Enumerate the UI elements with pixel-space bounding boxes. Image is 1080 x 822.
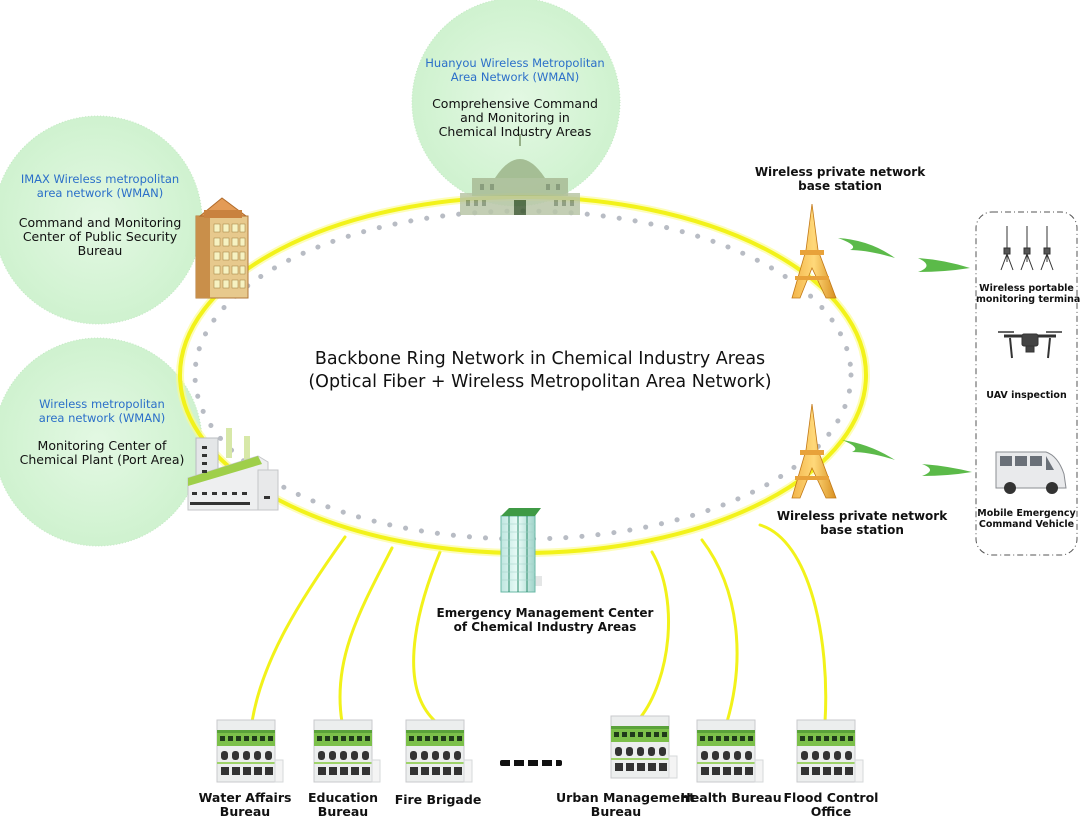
tower-icon [791,203,837,299]
drone-icon [998,331,1062,359]
label-line: Urban Management [556,790,695,805]
label-line: Wireless private network [754,165,926,179]
label-line: Education [308,790,378,805]
department-building-icon [610,715,678,779]
department-label-urban-management: Urban Management Bureau [556,790,695,819]
department-buildings [216,715,864,783]
zone-huanyou-label: Huanyou Wireless Metropolitan Area Netwo… [410,56,620,139]
label-line: Bureau [590,804,642,819]
mobile-unit-vehicle-label: Mobile Emergency Command Vehicle [976,508,1077,530]
link-flood-control [758,523,828,724]
link-water-affairs [250,535,347,724]
department-building-icon [405,719,473,783]
label-line: of Chemical Industry Areas [453,620,637,634]
label-line: Wireless private network [776,509,948,523]
center-name: Chemical Plant (Port Area) [19,452,185,467]
government-building-icon [460,134,580,215]
zone-port-label: Wireless metropolitan area network (WMAN… [0,397,204,467]
department-links [250,523,828,724]
network-name: Huanyou Wireless Metropolitan [425,56,605,70]
label-line: Bureau [219,804,271,819]
factory-icon [187,428,279,511]
department-building-icon [216,719,284,783]
office-tower-icon [195,197,249,299]
label-line: Fire Brigade [394,792,482,807]
label-line: Flood Control [783,790,879,805]
department-building-icon [696,719,764,783]
center-name: Comprehensive Command [432,96,598,111]
link-health [700,538,739,724]
zone-imax-label: IMAX Wireless metropolitan area network … [0,172,200,258]
link-education [338,546,394,724]
department-label-fire-brigade: Fire Brigade [378,793,498,807]
wireless-signal-icon [838,238,972,476]
department-building-icon [313,719,381,783]
label-line: Health Bureau [680,790,782,805]
base-station-top-label: Wireless private network base station [740,165,940,193]
label-line: Wireless portable [979,283,1074,294]
network-name: Area Network (WMAN) [450,70,580,84]
label-line: Bureau [317,804,369,819]
center-name: and Monitoring in [460,110,570,125]
center-name: Bureau [77,243,123,258]
network-name: IMAX Wireless metropolitan [20,172,180,186]
department-building-icon [796,719,864,783]
title-line-2: (Optical Fiber + Wireless Metropolitan A… [308,372,772,392]
zone-huanyou [411,0,621,207]
mobile-units-container [975,211,1078,556]
van-icon [995,451,1067,494]
label-line: Office [810,804,852,819]
label-line: Emergency Management Center [436,606,654,620]
center-name: Monitoring Center of [37,438,167,453]
link-urban-management [638,550,670,720]
network-name: Wireless metropolitan [39,397,165,411]
label-line: monitoring terminal [976,294,1080,305]
emergency-center-label: Emergency Management Center of Chemical … [430,606,660,634]
department-label-education: Education Bureau [283,791,403,819]
base-station-bottom-label: Wireless private network base station [772,509,952,537]
mobile-unit-uav-label: UAV inspection [976,390,1077,401]
tripod-terminal-icon [1000,226,1054,271]
label-line: Water Affairs [198,790,292,805]
center-name: Chemical Industry Areas [438,124,592,139]
label-line: Command Vehicle [978,519,1075,530]
diagram-title: Backbone Ring Network in Chemical Indust… [250,348,830,394]
network-name: area network (WMAN) [36,186,164,200]
label-line: base station [820,523,904,537]
department-label-flood-control: Flood Control Office [771,791,891,819]
department-label-water-affairs: Water Affairs Bureau [185,791,305,819]
center-name: Center of Public Security [22,229,178,244]
label-line: base station [798,179,882,193]
tower-icon [791,403,837,499]
link-fire-brigade [412,550,442,724]
label-line: Mobile Emergency [977,508,1076,519]
department-label-health: Health Bureau [671,791,791,805]
skyscraper-icon [500,508,542,593]
center-name: Command and Monitoring [18,215,182,230]
more-departments-ellipsis [500,760,562,766]
title-line-1: Backbone Ring Network in Chemical Indust… [314,349,766,369]
label-line: UAV inspection [986,390,1067,401]
network-name: area network (WMAN) [38,411,166,425]
mobile-unit-terminal-label: Wireless portable monitoring terminal [976,283,1080,305]
